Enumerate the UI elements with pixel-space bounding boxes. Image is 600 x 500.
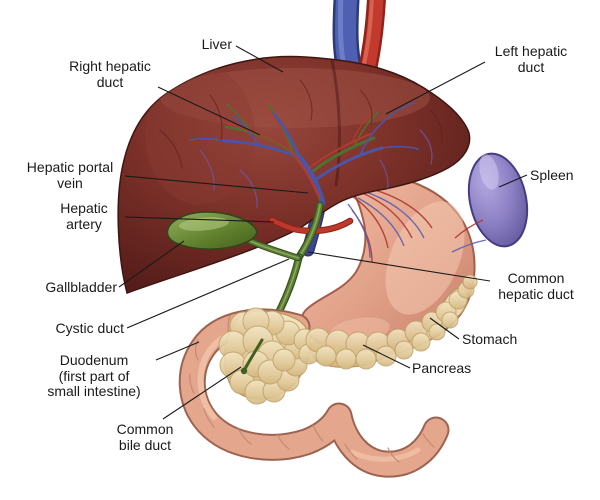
intrapancreatic-bile-duct-shape xyxy=(240,338,264,375)
label-duodenum: Duodenum (first part of small intestine) xyxy=(47,352,141,400)
label-cystic-duct: Cystic duct xyxy=(55,320,124,336)
liver-lobe-crease xyxy=(330,59,341,187)
label-spleen: Spleen xyxy=(530,167,574,183)
gastric-veins xyxy=(347,191,487,259)
leader-line-stomach xyxy=(429,317,460,340)
leader-line-hepatic-portal-vein xyxy=(124,175,309,194)
label-gallbladder: Gallbladder xyxy=(45,279,117,295)
leader-line-liver xyxy=(235,45,284,73)
leader-line-spleen xyxy=(498,174,528,188)
label-stomach: Stomach xyxy=(462,331,518,347)
label-common-bile-duct: Common bile duct xyxy=(116,421,174,453)
leader-line-pancreas xyxy=(362,344,411,369)
label-common-hepatic-duct: Common hepatic duct xyxy=(498,270,574,302)
spleen-shape xyxy=(467,152,529,248)
leader-line-gallbladder xyxy=(118,240,185,288)
label-hepatic-portal-vein: Hepatic portal vein xyxy=(26,159,114,191)
label-right-hepatic-duct: Right hepatic duct xyxy=(69,58,151,90)
leader-line-right-hepatic-duct xyxy=(157,86,261,136)
pancreas-shape xyxy=(218,274,478,405)
duodenum-shape xyxy=(178,308,450,478)
leader-line-hepatic-artery xyxy=(124,216,275,223)
leader-line-left-hepatic-duct xyxy=(385,61,486,115)
gallbladder-shape xyxy=(166,211,258,250)
leader-lines xyxy=(118,45,528,420)
cystic-duct-shape xyxy=(246,237,302,262)
leader-line-common-hepatic-duct xyxy=(307,251,491,282)
label-liver: Liver xyxy=(201,36,232,52)
label-pancreas: Pancreas xyxy=(412,360,472,376)
common-hepatic-duct-shape xyxy=(295,201,324,261)
leader-line-duodenum xyxy=(155,341,200,361)
label-hepatic-artery: Hepatic artery xyxy=(60,200,108,232)
pancreas-lobules xyxy=(218,274,478,405)
leader-line-common-bile-duct xyxy=(162,366,242,420)
leader-line-cystic-duct xyxy=(126,258,290,329)
label-left-hepatic-duct: Left hepatic duct xyxy=(494,43,568,75)
